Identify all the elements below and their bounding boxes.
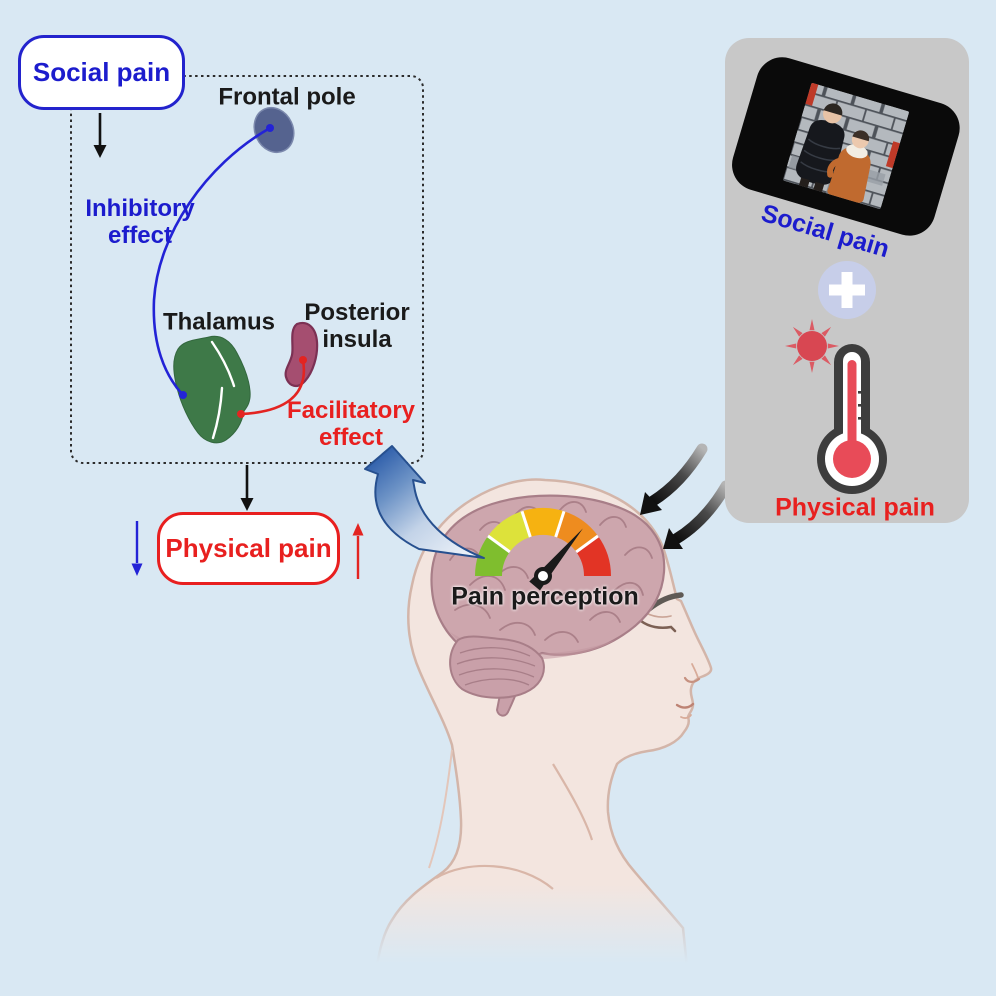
decrease-arrow: [131, 521, 143, 576]
physical-pain-box-label: Physical pain: [165, 533, 332, 563]
inhibitory-effect-label: Inhibitory effect: [85, 195, 195, 249]
increase-arrow: [352, 523, 364, 579]
photo-screen: [732, 57, 960, 236]
social-pain-down-arrow: [93, 113, 107, 158]
back-shading-line: [428, 749, 453, 869]
lower-lip-shadow: [680, 714, 692, 719]
frontal-pole-label: Frontal pole: [218, 83, 356, 111]
stimulus-panel: [725, 38, 969, 523]
frontal-pole-blob: [253, 106, 295, 154]
social-pain-box-label: Social pain: [32, 57, 171, 87]
physical-pain-box: Physical pain: [157, 512, 340, 585]
gauge-hub: [534, 567, 552, 585]
posterior-insula-label: Posterior insula: [304, 299, 410, 353]
thalamus-label: Thalamus: [162, 308, 276, 336]
stimulus-arrow-1: [640, 443, 708, 515]
gauge-segment-4: [555, 511, 598, 552]
nostril: [683, 676, 701, 683]
couple-photo: [782, 82, 910, 210]
frame-to-physical-arrow: [240, 465, 254, 511]
pain-perception-label: Pain perception: [451, 582, 639, 611]
gauge-separators: [487, 510, 599, 554]
gyri-lines: [449, 501, 653, 643]
facilitatory-connection: [237, 356, 307, 418]
nose-side: [691, 663, 699, 679]
stimulus-arrow-2: [663, 480, 732, 549]
closed-eye: [639, 619, 677, 633]
thalamus-divisions: [210, 340, 236, 440]
mouth: [675, 702, 695, 709]
cerebellum-striations: [456, 647, 536, 686]
dashed-frame: [70, 75, 424, 464]
plus-icon: [818, 261, 876, 319]
human-head: [340, 478, 720, 996]
heat-sun-icon: [785, 319, 839, 373]
posterior-insula-blob: [284, 321, 319, 387]
facilitatory-effect-label: Facilitatory effect: [286, 397, 416, 451]
thermometer-icon: [817, 344, 887, 494]
inhibitory-connection: [152, 124, 274, 399]
pain-gauge: [475, 507, 612, 591]
body-fade: [340, 885, 720, 996]
gauge-segment-3: [522, 507, 564, 537]
thalamus-blob: [173, 335, 251, 444]
neck-shading-lines: [435, 763, 594, 890]
gauge-segment-2: [488, 511, 531, 552]
panel-physical-pain-label: Physical pain: [775, 493, 935, 522]
feedback-swoosh-arrow: [364, 445, 485, 559]
social-pain-box: Social pain: [18, 35, 185, 110]
